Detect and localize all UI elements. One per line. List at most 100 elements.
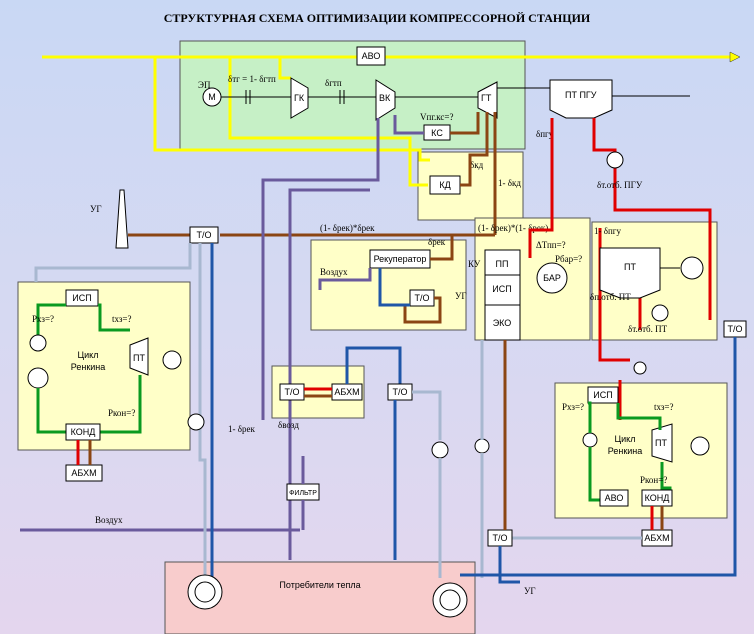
- one-minus-kd-label: 1- δкд: [498, 178, 521, 188]
- to-rek-label: Т/О: [415, 293, 430, 303]
- pump-left-icon: [29, 334, 47, 352]
- to-bottom-label: Т/О: [493, 533, 508, 543]
- p-kond-r-label: Ркон=?: [640, 475, 667, 485]
- pump-right-icon: [633, 361, 647, 375]
- vozduh-bottom-label: Воздух: [95, 515, 123, 525]
- t-hs-r-label: tхз=?: [654, 402, 674, 412]
- gas-turbine-panel: [179, 40, 526, 150]
- to-flue-label: Т/О: [197, 230, 212, 240]
- pt-right-label: ПТ: [624, 262, 636, 272]
- pt-pgu-label: ПТ ПГУ: [565, 90, 597, 100]
- kond-r-box: [641, 489, 673, 507]
- eko-label: ЭКО: [493, 318, 512, 328]
- pt-left-label: ПТ: [133, 353, 145, 363]
- isp-left-box: [65, 289, 99, 307]
- pump-mid-left-icon: [187, 413, 205, 431]
- heater-pgu-icon: [606, 151, 624, 169]
- delta-gtp-label: δгтп: [325, 78, 342, 88]
- pt-r-turbine: [651, 423, 673, 463]
- vozduh-mid-label: Воздух: [320, 267, 348, 277]
- p-kond-label: Ркон=?: [108, 408, 135, 418]
- gas-branch-lower: [153, 57, 430, 162]
- avo-top-label: АВО: [362, 51, 381, 61]
- pump-mid-icon: [431, 441, 449, 459]
- cycle-rankine-1-label: Цикл: [78, 350, 99, 360]
- to-far-right-label: Т/О: [728, 324, 743, 334]
- motor-label: М: [208, 92, 216, 102]
- chimney-icon: [115, 189, 129, 249]
- avo-r-label: АВО: [605, 493, 624, 503]
- ku-box: [484, 249, 521, 341]
- pp-label: ПП: [496, 259, 509, 269]
- isp-right-box: [587, 386, 619, 404]
- abxm-left-label: АБХМ: [71, 468, 96, 478]
- isp-left-label: ИСП: [72, 293, 91, 303]
- consumer-right-icon: [432, 582, 468, 618]
- pt-right-turbine: [599, 247, 661, 299]
- consumer-left-icon: [187, 574, 223, 610]
- vk-compressor: [375, 79, 396, 121]
- vk-label: ВК: [379, 93, 391, 103]
- pt-r-label: ПТ: [655, 438, 667, 448]
- pump-r-icon: [582, 432, 598, 448]
- delta-vozd-label: δвозд: [278, 420, 299, 430]
- recuperator-label: Рекуператор: [374, 254, 427, 264]
- pump-mid-right-icon: [474, 438, 490, 454]
- bar-drum: [536, 262, 568, 294]
- delta-pgu-label: δпгу: [536, 129, 554, 139]
- heat-consumers-panel: [164, 561, 476, 634]
- delta-pt-otb-label: δп.отб. ПТ: [590, 292, 631, 302]
- gas-branch-kd: [228, 57, 428, 187]
- isp-ku-label: ИСП: [492, 284, 511, 294]
- rankine-left-panel: [17, 281, 191, 451]
- ks-label: КС: [431, 128, 443, 138]
- ku-label: КУ: [468, 259, 481, 269]
- gas-arrow-icon: [729, 51, 741, 63]
- p-hs-label: Рхз=?: [32, 314, 54, 324]
- mix-formula1-label: (1- δрек)*δрек: [320, 223, 375, 233]
- p-bar-label: Рбар=?: [555, 254, 582, 264]
- gas-branch-gk: [278, 57, 291, 80]
- to-mid-label: Т/О: [393, 387, 408, 397]
- ug-rek-label: УГ: [455, 291, 467, 301]
- consumers-label: Потребители тепла: [279, 580, 360, 590]
- ep-label: ЭП: [198, 80, 211, 90]
- gt-label: ГТ: [481, 93, 492, 103]
- isp-right-label: ИСП: [593, 390, 612, 400]
- delta-t-pp-label: ΔТпп=?: [536, 240, 566, 250]
- tank-left-icon: [27, 367, 49, 389]
- delta-tg-label: δтг = 1- δгтп: [228, 74, 276, 84]
- delta-t-otb-pt-label: δт.отб. ПТ: [628, 324, 668, 334]
- t-hs-label: tхз=?: [112, 314, 132, 324]
- avo-top-box: [356, 46, 386, 66]
- cycle-r-2-label: Ренкина: [608, 446, 643, 456]
- kond-left-label: КОНД: [71, 427, 96, 437]
- to-abxm-label: Т/О: [285, 387, 300, 397]
- kond-r-label: КОНД: [645, 493, 670, 503]
- abxm-r-label: АБХМ: [644, 533, 669, 543]
- generator-r-icon: [690, 436, 710, 456]
- one-minus-rek-label: 1- δрек: [228, 424, 255, 434]
- abxm-mid-label: АБХМ: [334, 387, 359, 397]
- gk-compressor: [290, 77, 309, 119]
- pt-left-turbine: [129, 337, 149, 376]
- mix-formula2-label: (1- δрек)*(1- δрек): [478, 223, 548, 233]
- delta-t-otb-pgu-label: δт.отб. ПГУ: [597, 180, 643, 190]
- scheme-title: СТРУКТУРНАЯ СХЕМА ОПТИМИЗАЦИИ КОМПРЕССОР…: [164, 11, 591, 25]
- ug-left-label: УГ: [90, 204, 102, 214]
- filter-label: ФИЛЬТР: [289, 490, 317, 497]
- kd-label: КД: [439, 180, 450, 190]
- gk-label: ГК: [294, 93, 305, 103]
- cycle-r-1-label: Цикл: [615, 434, 636, 444]
- ug-bottom-label: УГ: [524, 586, 536, 596]
- delta-kd-label: δкд: [470, 160, 484, 170]
- to-flue-box: [189, 226, 219, 244]
- generator-right-icon: [680, 256, 704, 280]
- p-hs-r-label: Рхз=?: [562, 402, 584, 412]
- one-minus-pgu-label: 1- δпгу: [594, 226, 621, 236]
- generator-left-icon: [162, 350, 182, 370]
- to-abxm-box: [279, 383, 305, 401]
- avo-r-box: [599, 489, 629, 507]
